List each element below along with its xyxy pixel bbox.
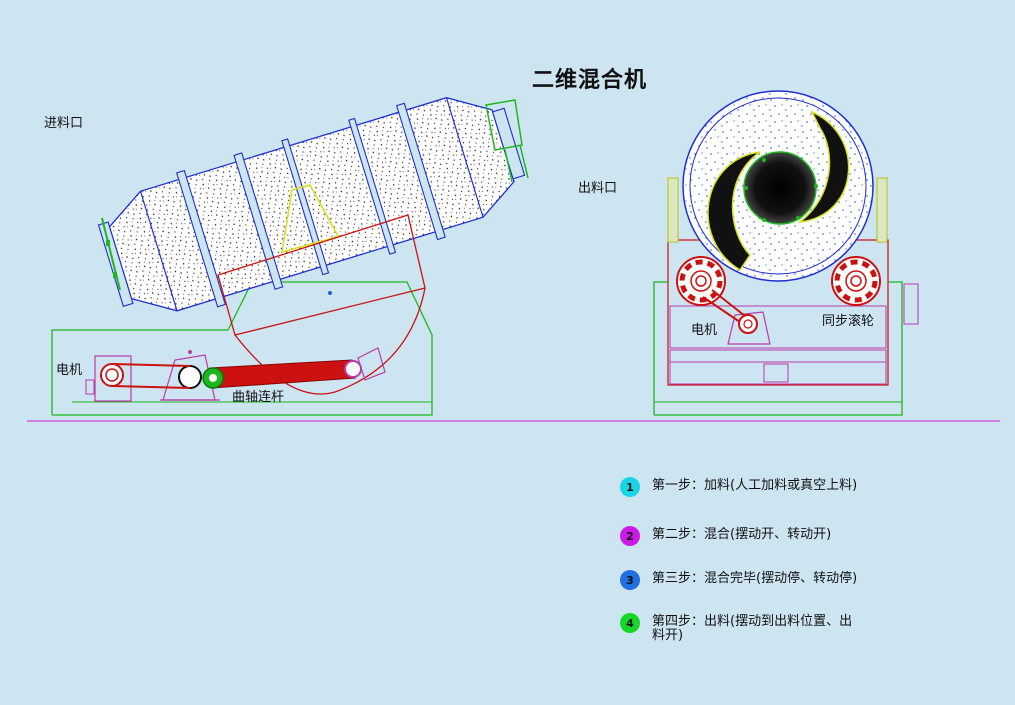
step-2: 2 第二步：混合(摆动开、转动开) [620,526,862,546]
step-4-text: 第四步：出料(摆动到出料位置、出料开) [652,614,853,643]
outlet-label: 出料口 [578,181,618,196]
step-2-badge: 2 [620,526,640,546]
support-bracket [281,184,339,253]
step-3-text: 第三步：混合完毕(摆动停、转动停) [652,571,858,586]
crank-label: 曲轴连杆 [232,390,285,405]
sync-roller-right [831,256,881,306]
right-motor [702,289,771,345]
spiral-blade-left [707,151,761,272]
step-1: 1 第一步：加料(人工加料或真空上料) [620,477,862,497]
step-4: 4 第四步：出料(摆动到出料位置、出料开) [620,613,862,643]
right-end-view [653,90,919,416]
sync-roller-left [676,256,726,306]
step-2-text: 第二步：混合(摆动开、转动开) [652,527,832,542]
left-motor [85,355,132,402]
step-3-badge: 3 [620,570,640,590]
spiral-blade-right [797,110,850,224]
diagram-title: 二维混合机 [532,68,648,93]
inlet-label: 进料口 [44,116,84,131]
outlet-flange [485,99,529,183]
step-4-badge: 4 [620,613,640,633]
crank-rod [209,359,356,389]
step-1-text: 第一步：加料(人工加料或真空上料) [652,478,858,493]
sync-roller-label: 同步滚轮 [822,314,875,329]
inlet-clamp [101,217,121,291]
drum-hub [743,151,817,225]
right-motor-label: 电机 [691,323,718,338]
step-3: 3 第三步：混合完毕(摆动停、转动停) [620,570,862,590]
left-motor-label: 电机 [56,363,83,378]
step-1-badge: 1 [620,477,640,497]
left-side-view [51,97,529,416]
left-drum [97,97,526,312]
